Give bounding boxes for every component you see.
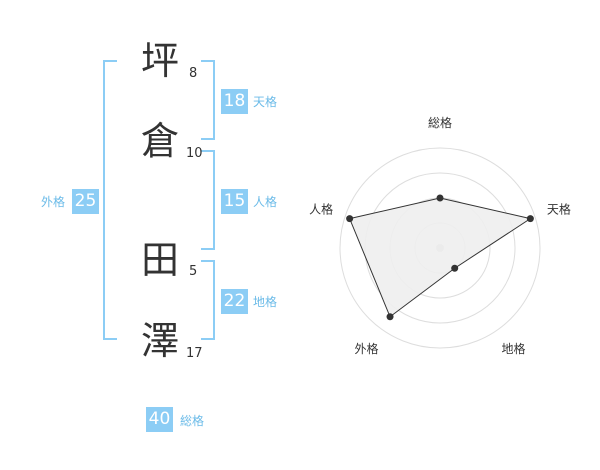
stroke-count-2: 10 <box>186 146 203 161</box>
radar-point <box>451 264 459 272</box>
radar-axis-label: 人格 <box>309 201 333 216</box>
radar-axis-label: 地格 <box>501 341 525 356</box>
stroke-count-3: 5 <box>189 264 198 279</box>
name-char-2: 倉 <box>141 119 180 163</box>
chikaku-label: 地格 <box>253 295 278 309</box>
jinkaku-value-badge: 15 <box>221 189 248 214</box>
radar-point <box>346 215 354 223</box>
radar-area <box>348 197 532 318</box>
stroke-count-4: 17 <box>186 346 203 361</box>
radar-point <box>436 194 444 202</box>
radar-point <box>386 313 394 321</box>
tenkaku-value-badge: 18 <box>221 89 248 114</box>
radar-axis-label: 総格 <box>428 115 452 130</box>
radar-point <box>526 215 534 223</box>
soukaku-value-badge: 40 <box>146 407 173 432</box>
gaikaku-value-badge: 25 <box>72 189 99 214</box>
jinkaku-label: 人格 <box>253 195 278 209</box>
tenkaku-label: 天格 <box>253 95 278 109</box>
name-char-3: 田 <box>141 238 180 282</box>
jinkaku-bracket <box>201 150 215 250</box>
name-char-1: 坪 <box>141 39 180 83</box>
radar-axis-label: 天格 <box>547 201 571 216</box>
chikaku-value-badge: 22 <box>221 289 248 314</box>
gaikaku-bracket <box>103 60 117 340</box>
radar-ring <box>339 147 541 349</box>
tenkaku-bracket <box>201 60 215 140</box>
stroke-count-1: 8 <box>189 66 198 81</box>
soukaku-label: 総格 <box>180 414 205 428</box>
radar-axis-label: 外格 <box>355 341 379 356</box>
gaikaku-label: 外格 <box>41 195 66 209</box>
name-char-4: 澤 <box>141 319 180 363</box>
chikaku-bracket <box>201 260 215 340</box>
